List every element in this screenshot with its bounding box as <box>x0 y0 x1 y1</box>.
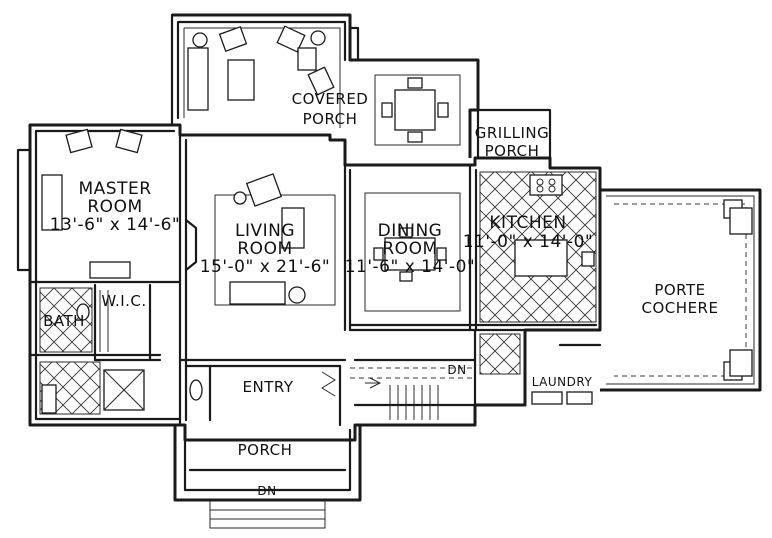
stair-down-label: DN <box>447 363 466 377</box>
exterior-walls <box>16 13 762 529</box>
dining-room-label-2: ROOM <box>382 239 437 259</box>
kitchen-dimensions: 11'-0" x 14'-0" <box>463 232 594 252</box>
laundry-label: LAUNDRY <box>532 375 593 389</box>
master-room-label-2: ROOM <box>87 197 142 217</box>
porch-stair-down-label: DN <box>257 484 276 498</box>
covered-porch-label-1: COVERED <box>292 90 369 108</box>
master-room-dimensions: 13'-6" x 14'-6" <box>50 215 181 235</box>
covered-porch-label-2: PORCH <box>303 110 358 128</box>
kitchen-label: KITCHEN <box>489 213 566 233</box>
entry-label: ENTRY <box>243 378 294 396</box>
dining-room-dimensions: 11'-6" x 14'-0" <box>345 257 476 277</box>
furniture <box>41 25 595 420</box>
grilling-porch-label-1: GRILLING <box>475 124 549 142</box>
dining-room-label-1: DINING <box>378 221 443 241</box>
bath-label: BATH <box>43 312 85 330</box>
porte-cochere-label-2: COCHERE <box>642 299 719 317</box>
grilling-porch-label-2: PORCH <box>485 142 540 160</box>
porte-cochere-label-1: PORTE <box>654 281 705 299</box>
living-room-label-2: ROOM <box>237 239 292 259</box>
living-room-label-1: LIVING <box>235 221 295 241</box>
interior-walls <box>28 133 602 427</box>
porch-label: PORCH <box>238 441 293 459</box>
master-room-label-1: MASTER <box>78 179 151 199</box>
living-room-dimensions: 15'-0" x 21'-6" <box>200 257 331 277</box>
room-labels: COVERED PORCH GRILLING PORCH MASTER ROOM… <box>43 90 718 498</box>
wic-label: W.I.C. <box>101 292 146 310</box>
